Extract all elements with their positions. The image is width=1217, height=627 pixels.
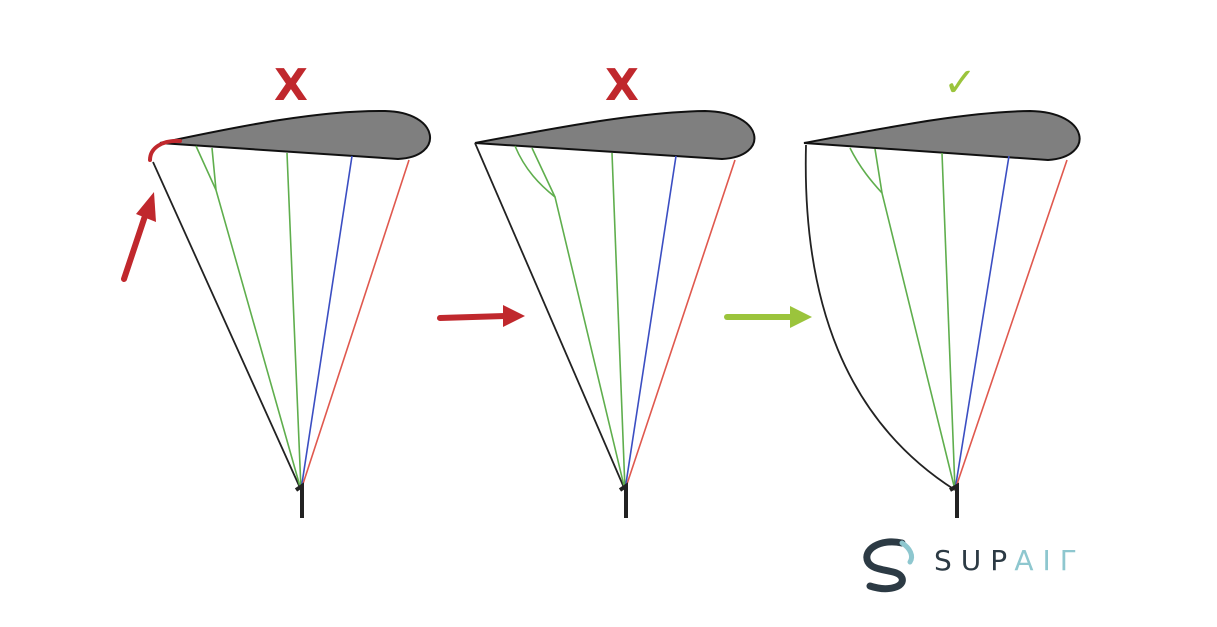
line-red-3 xyxy=(954,159,1068,491)
wordmark-air: AIΓ xyxy=(1014,544,1085,577)
line-a-black-curved-3 xyxy=(804,144,956,491)
airflow-arrow-head-3 xyxy=(790,306,812,328)
riser-3 xyxy=(949,482,959,518)
line-green-branch-1b xyxy=(211,147,217,191)
wing-profile-2 xyxy=(474,109,756,161)
line-blue-1 xyxy=(300,155,353,491)
status-mark-3: ✓ xyxy=(943,60,977,106)
line-green-branch-3 xyxy=(849,147,956,491)
panel-2: X xyxy=(437,60,756,518)
line-blue-2 xyxy=(624,155,677,491)
supair-wordmark: SUPAIΓ xyxy=(934,547,1084,575)
wing-profile-3 xyxy=(803,109,1081,162)
line-a-black-1 xyxy=(152,161,302,491)
riser-2 xyxy=(618,482,628,518)
line-green-branch-2b xyxy=(531,147,556,198)
panel-3: ✓ xyxy=(724,60,1081,518)
airflow-arrow-head-1 xyxy=(136,192,156,222)
line-red-1 xyxy=(300,159,410,491)
line-green-branch-2 xyxy=(514,145,626,491)
airflow-arrow-head-2 xyxy=(503,305,525,327)
line-green-branch-1 xyxy=(195,145,302,491)
riser-1 xyxy=(294,482,304,518)
line-green-1 xyxy=(286,152,302,491)
line-red-2 xyxy=(624,159,736,491)
line-green-3 xyxy=(941,152,956,491)
line-a-black-2 xyxy=(474,142,626,491)
status-mark-1: X xyxy=(274,60,308,111)
line-blue-3 xyxy=(954,155,1010,491)
supair-swirl-icon xyxy=(863,538,915,593)
status-mark-2: X xyxy=(605,60,639,111)
wing-profile-1 xyxy=(159,109,432,161)
panel-1: X xyxy=(121,60,432,518)
airflow-arrow-1 xyxy=(121,210,149,282)
line-green-2 xyxy=(611,152,626,491)
leading-edge-deformation-1 xyxy=(148,138,182,162)
wordmark-sup: SUP xyxy=(934,544,1015,577)
line-green-branch-3b xyxy=(874,148,883,194)
airflow-arrow-2 xyxy=(437,313,508,321)
